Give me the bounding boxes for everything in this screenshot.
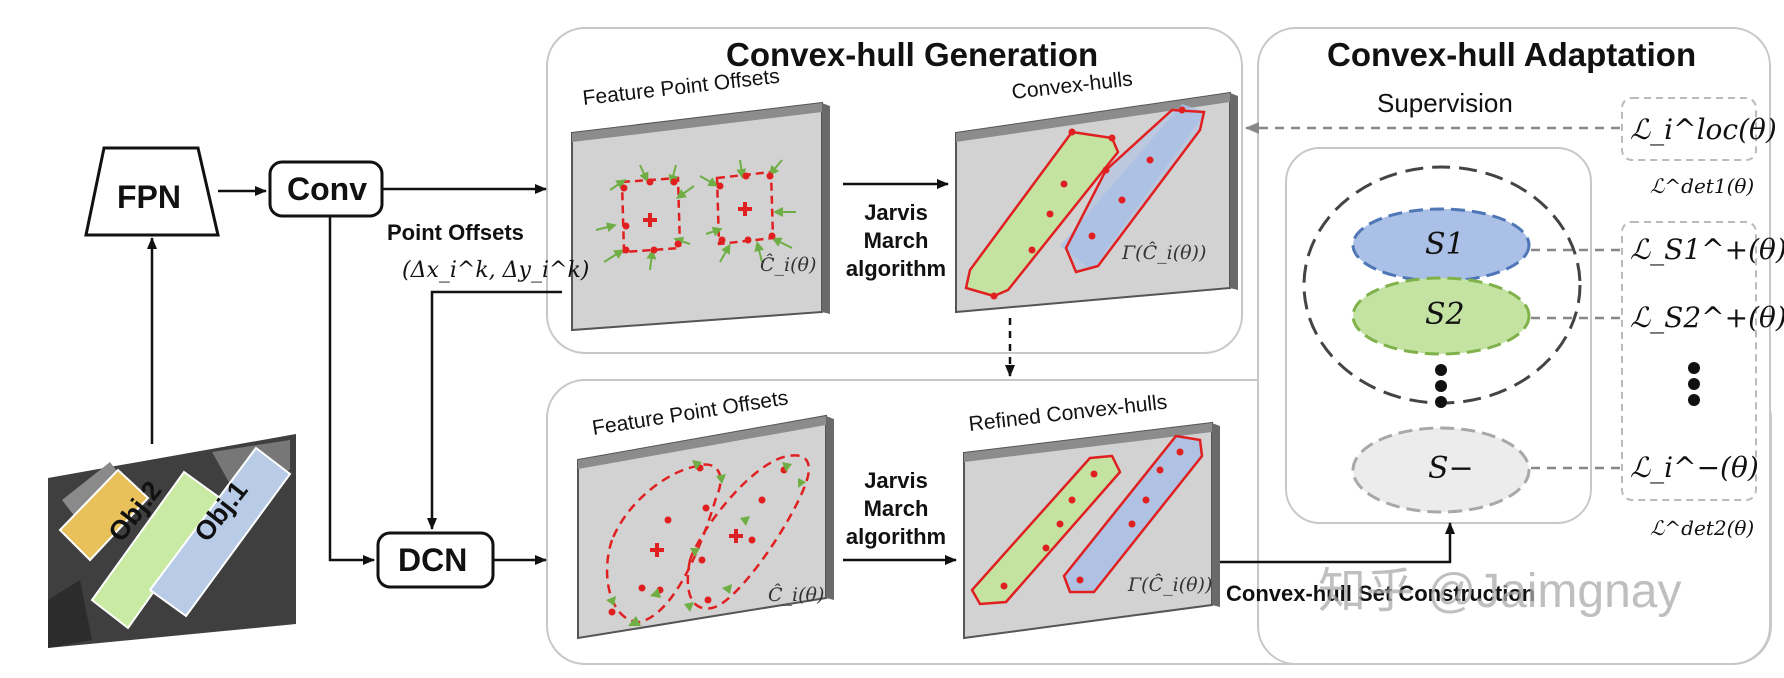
set-construction-label: Convex-hull Set Construction <box>1226 581 1536 606</box>
loss-container-top <box>1621 97 1757 161</box>
supervision-label: Supervision <box>1377 88 1513 118</box>
bottom-gamma-label: Γ(Ĉ_i(θ)) <box>1128 574 1213 596</box>
refined-hull-green <box>970 454 1122 606</box>
top-gamma-label: Γ(Ĉ_i(θ)) <box>1122 242 1207 264</box>
jarvis-bottom-2: March <box>863 496 929 521</box>
jarvis-top-3: algorithm <box>845 256 947 281</box>
watermark: 知乎 @Jaimgnay <box>1318 565 1682 618</box>
top-ci-label: Ĉ_i(θ) <box>760 254 817 276</box>
loss-s2: ℒ_S2^+(θ) <box>1630 301 1784 334</box>
ellipsis-dot <box>1688 362 1700 374</box>
loss-det2: ℒ^det2(θ) <box>1650 516 1755 540</box>
input-aerial-image <box>48 434 296 648</box>
ellipsis-dot <box>1688 394 1700 406</box>
dcn-label: DCN <box>398 542 468 578</box>
dashed-hull-1 <box>605 463 722 624</box>
ellipsis-dot <box>1435 396 1447 408</box>
set-s2-ellipse <box>1351 276 1531 356</box>
set-sminus-ellipse <box>1351 426 1531 514</box>
hull-blue <box>1064 108 1206 274</box>
ellipsis-dot <box>1435 364 1447 376</box>
jarvis-top-1: Jarvis <box>864 200 928 225</box>
panel-bottom-right <box>963 421 1220 640</box>
jarvis-bottom-3: algorithm <box>845 524 947 549</box>
arrow-conv-dcn <box>328 216 375 565</box>
fpn-box <box>84 146 220 237</box>
generation-title: Convex-hull Generation <box>726 36 1099 73</box>
dashed-hull-2 <box>686 454 811 610</box>
loss-s1: ℒ_S1^+(θ) <box>1630 233 1784 266</box>
set-s2-label: S2 <box>1425 297 1465 332</box>
panel-top-right <box>955 91 1238 314</box>
set-sminus-label: S− <box>1428 451 1474 486</box>
ellipsis-dot <box>1688 378 1700 390</box>
refined-hull-blue <box>1062 434 1204 594</box>
loss-container-right <box>1621 221 1757 501</box>
jarvis-top-2: March <box>863 228 929 253</box>
panel-bottom-left <box>577 414 834 640</box>
set-s1-ellipse <box>1351 207 1531 283</box>
bottom-ci-label: Ĉ_i(θ) <box>768 584 825 606</box>
loss-minus: ℒ_i^−(θ) <box>1630 451 1759 484</box>
point-offsets-label: Point Offsets <box>387 220 524 245</box>
adaptation-title: Convex-hull Adaptation <box>1327 36 1697 73</box>
panel-top-left <box>571 101 830 332</box>
point-offsets-formula: (Δx_i^k, Δy_i^k) <box>402 258 590 283</box>
fpn-label: FPN <box>117 179 181 215</box>
set-s1-label: S1 <box>1425 227 1465 262</box>
ellipsis-dot <box>1435 380 1447 392</box>
conv-label: Conv <box>287 171 367 207</box>
arrow-set-construction <box>1220 522 1455 564</box>
arrow-offsets-dcn <box>427 290 562 530</box>
jarvis-bottom-1: Jarvis <box>864 468 928 493</box>
loss-det1: ℒ^det1(θ) <box>1650 174 1755 198</box>
loss-loc: ℒ_i^loc(θ) <box>1630 113 1777 146</box>
